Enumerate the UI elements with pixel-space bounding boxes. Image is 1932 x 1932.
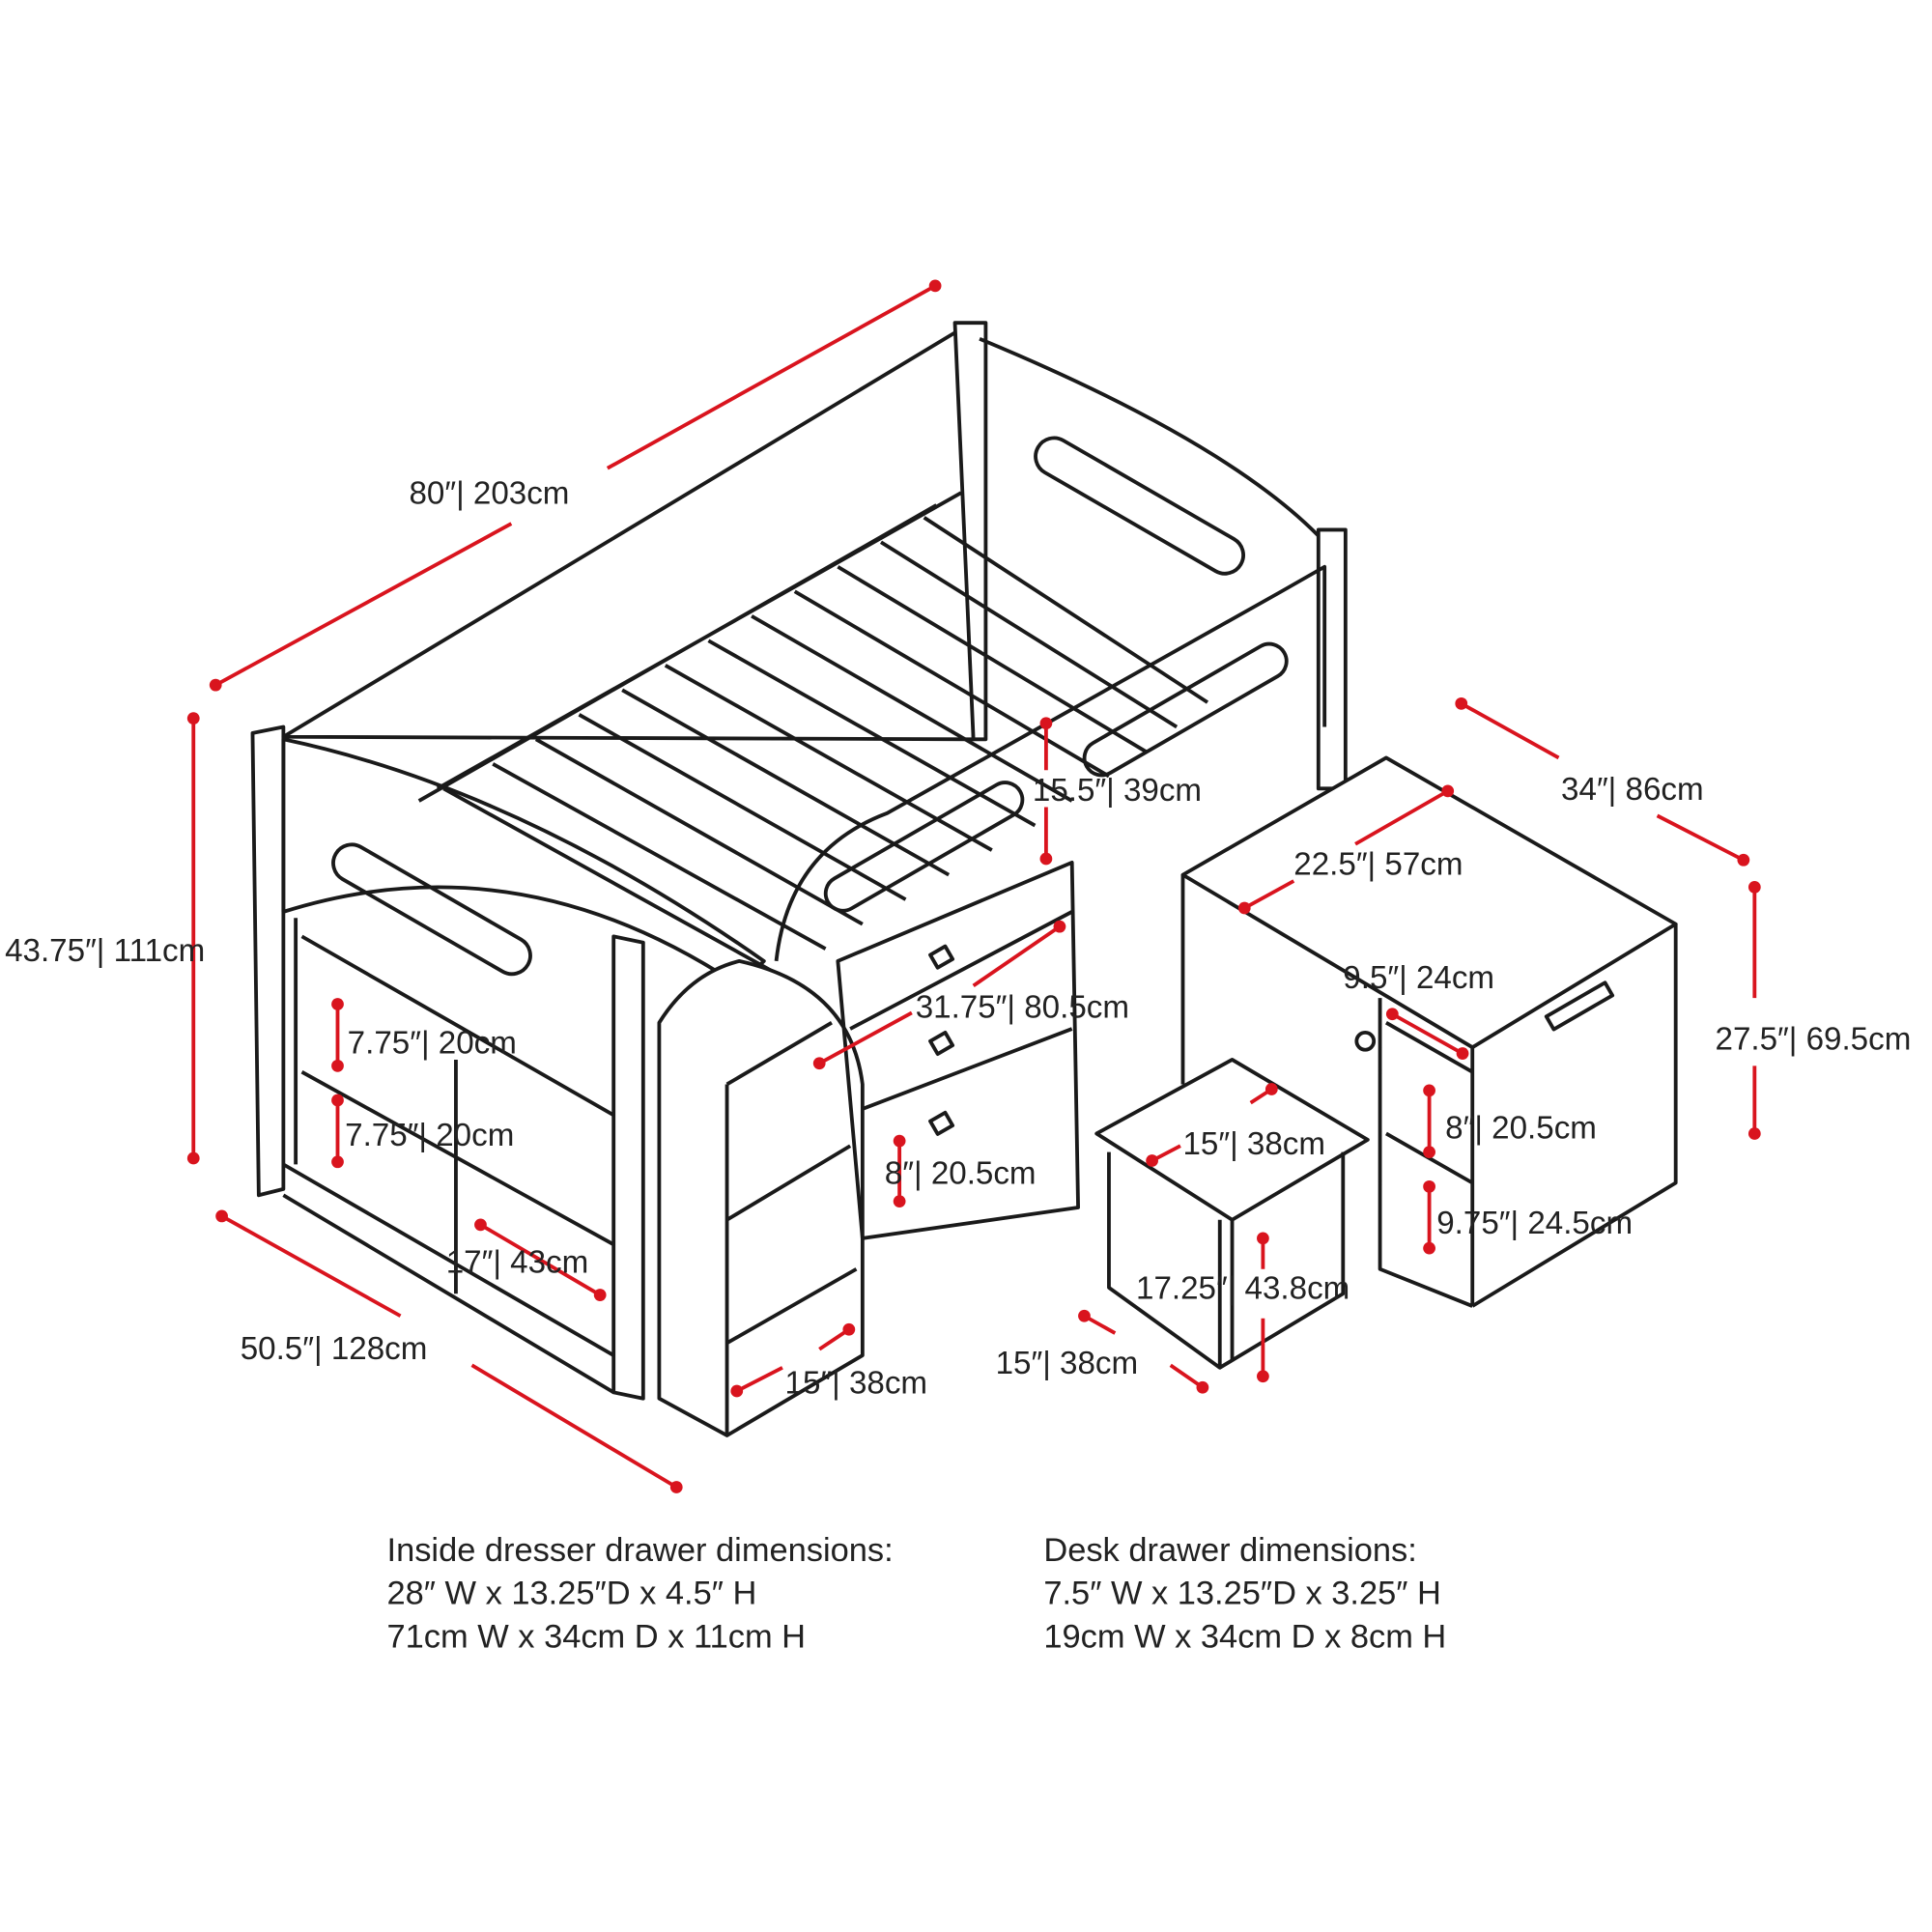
label-dresser-drawer-height: 8″| 20.5cm <box>885 1156 1037 1192</box>
loft-bed-outline <box>250 321 1348 1437</box>
desk-note-metric: 19cm W x 34cm D x 8cm H <box>1043 1618 1446 1655</box>
label-stool-top: 15″| 38cm <box>1182 1126 1325 1162</box>
label-dresser-width: 31.75″| 80.5cm <box>916 990 1129 1026</box>
desk-outline <box>1180 755 1678 1308</box>
label-stool-base: 15″| 38cm <box>996 1346 1139 1381</box>
desk-drawer-note: Desk drawer dimensions: 7.5″ W x 13.25″D… <box>1043 1532 1446 1655</box>
dimension-labels: 80″| 203cm 43.75″| 111cm 50.5″| 128cm 7.… <box>5 476 1911 1402</box>
label-stool-height: 17.25″| 43.8cm <box>1136 1270 1350 1306</box>
label-desk-drawer-width: 9.5″| 24cm <box>1343 960 1494 996</box>
dresser-note-imperial: 28″ W x 13.25″D x 4.5″ H <box>387 1576 757 1612</box>
bed-slats <box>442 516 1209 976</box>
dimension-lines <box>191 284 1757 1490</box>
label-bed-width: 50.5″| 128cm <box>241 1331 428 1367</box>
label-desk-drawer-height: 8″| 20.5cm <box>1445 1111 1597 1147</box>
label-shelf-depth: 17″| 43cm <box>446 1245 589 1281</box>
dresser-drawer-note: Inside dresser drawer dimensions: 28″ W … <box>387 1532 894 1655</box>
label-desk-length: 34″| 86cm <box>1561 772 1704 808</box>
label-ladder-width: 15″| 38cm <box>785 1366 928 1402</box>
label-shelf-lower: 7.75″| 20cm <box>345 1118 514 1153</box>
dresser-note-title: Inside dresser drawer dimensions: <box>387 1532 894 1569</box>
label-desk-shelf-height: 9.75″| 24.5cm <box>1436 1206 1633 1241</box>
label-desk-depth: 22.5″| 57cm <box>1293 847 1463 883</box>
stool-outline <box>1094 1058 1370 1370</box>
label-bed-length: 80″| 203cm <box>409 476 569 512</box>
desk-note-title: Desk drawer dimensions: <box>1043 1532 1416 1569</box>
desk-note-imperial: 7.5″ W x 13.25″D x 3.25″ H <box>1043 1576 1441 1612</box>
label-desk-height: 27.5″| 69.5cm <box>1716 1022 1912 1058</box>
label-shelf-upper: 7.75″| 20cm <box>348 1026 517 1062</box>
dimension-endpoints <box>186 279 1761 1493</box>
label-bed-height: 43.75″| 111cm <box>5 933 205 969</box>
dresser-note-metric: 71cm W x 34cm D x 11cm H <box>387 1618 807 1655</box>
label-under-bed-clearance: 15.5″| 39cm <box>1033 773 1202 809</box>
